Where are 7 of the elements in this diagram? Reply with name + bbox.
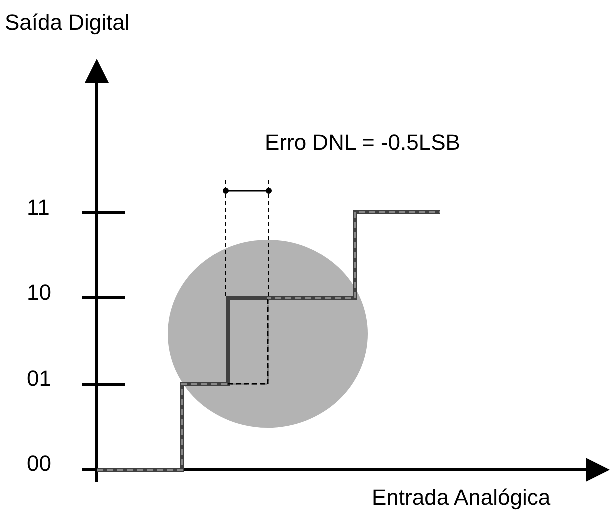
axis-title: Entrada Analógica [372, 487, 551, 509]
axis-title: Saída Digital [5, 12, 130, 34]
tick-label: 01 [27, 368, 52, 390]
tick-label: 11 [27, 197, 50, 219]
annotation-text: Erro DNL = -0.5LSB [265, 132, 460, 154]
tick-label: 10 [27, 282, 52, 304]
tick-label: 00 [27, 453, 52, 475]
